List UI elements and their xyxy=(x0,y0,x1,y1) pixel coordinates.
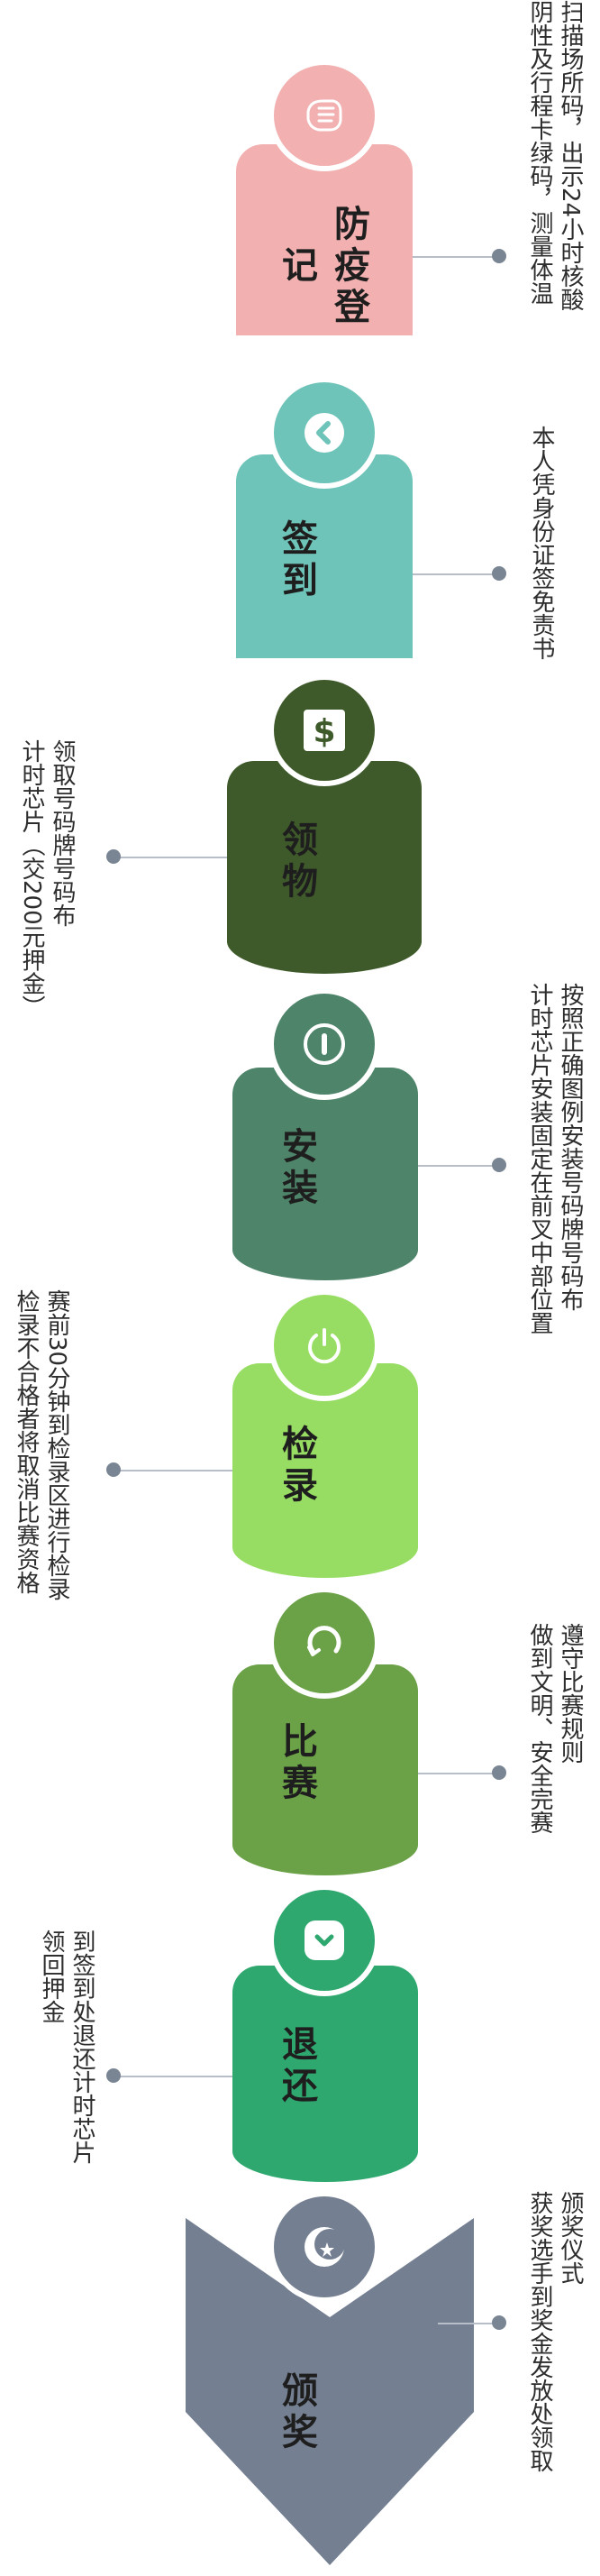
step-7-description: 到签到处退还计时芯片 领回押金 xyxy=(38,1930,95,2164)
step-3-label: 领物 xyxy=(276,820,317,903)
step-7-circle xyxy=(268,1884,380,1996)
step-2-circle xyxy=(268,377,380,489)
step-race: 比赛 遵守比赛规则 做到文明、安全完赛 xyxy=(0,1587,600,1884)
step-3-description: 领取号码牌号码布 计时芯片（交200元押金） xyxy=(18,739,76,1019)
step-4-circle xyxy=(268,988,380,1100)
step-3-circle: $ xyxy=(268,674,380,786)
step-6-body xyxy=(232,1664,418,1875)
svg-text:$: $ xyxy=(313,713,335,750)
step-6-circle xyxy=(268,1587,380,1699)
step-1-dot xyxy=(492,249,506,263)
step-4-body xyxy=(232,1068,418,1280)
step-awards: 颁奖 颁奖仪式 获奖选手到奖金发放处领取 xyxy=(0,2191,600,2576)
step-5-connector xyxy=(119,1470,232,1471)
step-8-circle xyxy=(268,2191,380,2303)
step-4-label: 安装 xyxy=(276,1127,317,1210)
minus-circle-icon xyxy=(304,1023,345,1065)
step-8-connector xyxy=(438,2323,495,2324)
step-4-description: 按照正确图例安装号码牌号码布 计时芯片安装固定在前叉中部位置 xyxy=(526,983,584,1334)
step-1-body xyxy=(236,144,413,335)
step-2-description: 本人凭身份证签免责书 xyxy=(528,426,555,660)
step-8-description: 颁奖仪式 获奖选手到奖金发放处领取 xyxy=(526,2191,584,2472)
step-1-description: 扫描场所码，出示24小时核酸 阴性及行程卡绿码，测量体温 xyxy=(526,0,584,312)
step-8-body xyxy=(186,2218,474,2565)
step-collect-kit: $ 领物 领取号码牌号码布 计时芯片（交200元押金） xyxy=(0,667,600,1019)
fist-bump-icon xyxy=(306,99,342,132)
step-return: 退还 到签到处退还计时芯片 领回押金 xyxy=(0,1884,600,2191)
chevron-square-icon xyxy=(305,1921,344,1960)
dollar-icon: $ xyxy=(304,710,345,751)
step-sign-in: 签到 本人凭身份证签免责书 xyxy=(0,343,600,667)
step-3-body xyxy=(227,761,422,974)
step-8-dot xyxy=(492,2315,506,2330)
step-5-circle xyxy=(268,1289,380,1401)
step-7-label: 退还 xyxy=(276,2025,317,2108)
step-2-dot xyxy=(492,566,506,581)
step-install: 安装 按照正确图例安装号码牌号码布 计时芯片安装固定在前叉中部位置 xyxy=(0,983,600,1334)
step-6-connector xyxy=(418,1773,495,1774)
step-6-label: 比赛 xyxy=(276,1722,317,1805)
step-check-in: 检录 赛前30分钟到检录区进行检录 检录不合格者将取消比赛资格 xyxy=(0,1289,600,1600)
step-7-connector xyxy=(119,2076,232,2077)
step-7-dot xyxy=(106,2068,121,2083)
step-7-body xyxy=(232,1966,418,2182)
step-1-label: 防疫登记 xyxy=(276,205,369,329)
step-5-dot xyxy=(106,1462,121,1477)
step-2-connector xyxy=(413,573,495,575)
step-6-dot xyxy=(492,1765,506,1780)
step-4-connector xyxy=(418,1165,495,1167)
power-icon xyxy=(308,1328,341,1364)
step-2-label: 签到 xyxy=(276,519,317,602)
step-epidemic-registration: 防疫登记 扫描场所码，出示24小时核酸 阴性及行程卡绿码，测量体温 xyxy=(0,0,600,343)
step-4-dot xyxy=(492,1158,506,1172)
step-8-label: 颁奖 xyxy=(276,2371,317,2454)
step-1-connector xyxy=(413,256,495,258)
step-6-description: 遵守比赛规则 做到文明、安全完赛 xyxy=(526,1623,584,1834)
chevron-left-icon xyxy=(305,413,344,453)
step-5-label: 检录 xyxy=(276,1425,317,1508)
step-3-dot xyxy=(106,849,121,864)
step-5-description: 赛前30分钟到检录区进行检录 检录不合格者将取消比赛资格 xyxy=(13,1289,70,1601)
step-1-circle xyxy=(268,60,380,171)
star-crescent-icon xyxy=(305,2227,345,2267)
refresh-icon xyxy=(307,1626,341,1656)
step-3-connector xyxy=(119,857,227,858)
